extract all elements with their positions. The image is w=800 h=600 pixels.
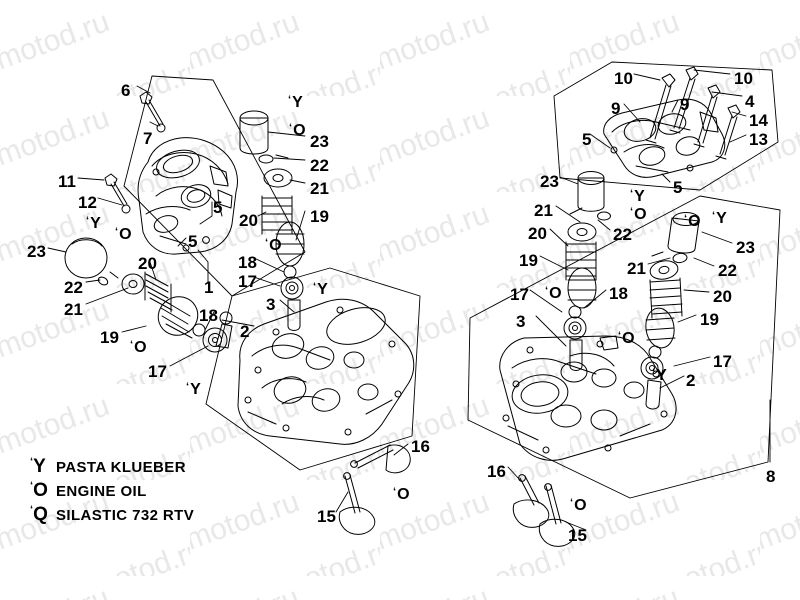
fluid-marker-o-icon: O xyxy=(630,207,646,223)
callout-19: 19 xyxy=(519,251,538,270)
callout-19: 19 xyxy=(700,310,719,329)
fluid-marker-o-icon: O xyxy=(115,227,131,243)
callout-18: 18 xyxy=(199,306,218,325)
legend-symbol-o-icon: O xyxy=(30,480,56,502)
fluid-marker-y-icon: Y xyxy=(652,368,667,384)
fluid-marker-o-icon: O xyxy=(289,123,305,139)
callout-17: 17 xyxy=(148,362,167,381)
spring-outer-20-a xyxy=(565,241,597,281)
callout-3: 3 xyxy=(516,312,526,331)
callout-22: 22 xyxy=(310,156,329,175)
callout-15: 15 xyxy=(317,507,336,526)
center-cylinder-head xyxy=(237,298,415,445)
legend-label: PASTA KLUEBER xyxy=(56,458,186,476)
fluid-marker-y-icon: Y xyxy=(288,95,303,111)
bolt-6-washer-7 xyxy=(139,91,166,133)
callout-5: 5 xyxy=(673,178,683,197)
callout-15: 15 xyxy=(568,526,587,545)
fluid-marker-o-icon: O xyxy=(545,286,561,302)
callout-23: 23 xyxy=(27,242,46,261)
right-valve-train-a xyxy=(563,171,611,371)
callout-3: 3 xyxy=(266,295,276,314)
fluid-marker-y-icon: Y xyxy=(712,211,727,227)
callout-13: 13 xyxy=(749,130,768,149)
fluid-marker-o-icon: O xyxy=(393,487,409,503)
fluid-marker-y-icon: Y xyxy=(630,189,645,205)
callout-14: 14 xyxy=(749,111,768,130)
callout-20: 20 xyxy=(239,211,258,230)
callout-23: 23 xyxy=(736,238,755,257)
callout-20: 20 xyxy=(138,254,157,273)
legend-symbol-y-icon: Y xyxy=(30,456,56,478)
callout-2: 2 xyxy=(686,371,696,390)
callout-22: 22 xyxy=(718,261,737,280)
legend-label: SILASTIC 732 RTV xyxy=(56,506,195,524)
callout-6: 6 xyxy=(121,81,131,100)
legend-symbol-q-icon: Q xyxy=(30,504,56,526)
group-frame-center-head xyxy=(205,267,421,471)
fluid-marker-o-icon: O xyxy=(684,214,700,230)
callout-4: 4 xyxy=(745,92,755,111)
callout-18: 18 xyxy=(609,284,628,303)
callout-16: 16 xyxy=(411,437,430,456)
right-cover-bolts xyxy=(645,66,741,160)
callout-5: 5 xyxy=(188,232,198,251)
callout-11: 11 xyxy=(58,172,76,191)
fluid-marker-y-icon: Y xyxy=(186,382,201,398)
callout-7: 7 xyxy=(143,129,153,148)
callout-10: 10 xyxy=(734,69,753,88)
callout-20: 20 xyxy=(528,224,547,243)
spring-outer-20-b xyxy=(649,277,683,319)
callout-1: 1 xyxy=(204,278,214,297)
callout-17: 17 xyxy=(510,285,529,304)
callout-21: 21 xyxy=(64,300,83,319)
valve-spring-20-outer xyxy=(144,271,173,313)
callout-17: 17 xyxy=(238,272,257,291)
callout-12: 12 xyxy=(78,193,97,212)
spring-outer-20 xyxy=(261,195,293,235)
callout-19: 19 xyxy=(310,207,329,226)
callout-2: 2 xyxy=(240,322,250,341)
callout-19: 19 xyxy=(100,328,119,347)
callout-10: 10 xyxy=(614,69,633,88)
fluid-marker-y-icon: Y xyxy=(86,216,101,232)
callout-20: 20 xyxy=(713,287,732,306)
right-valve-cover xyxy=(603,98,726,178)
callout-21: 21 xyxy=(627,259,646,278)
callout-16: 16 xyxy=(487,462,506,481)
fluid-marker-o-icon: O xyxy=(570,498,586,514)
callout-21: 21 xyxy=(310,179,329,198)
fluid-marker-y-icon: Y xyxy=(313,282,328,298)
callout-5: 5 xyxy=(213,198,223,217)
callout-23: 23 xyxy=(310,132,329,151)
callout-22: 22 xyxy=(64,278,83,297)
callout-8: 8 xyxy=(766,467,776,486)
right-valves xyxy=(512,474,576,547)
valve-spring-19-inner xyxy=(157,296,199,339)
callout-22: 22 xyxy=(613,225,632,244)
callout-23: 23 xyxy=(540,172,559,191)
bolt-11-washer-12 xyxy=(104,173,131,214)
callout-18: 18 xyxy=(238,253,257,272)
callout-5: 5 xyxy=(582,130,592,149)
fluid-marker-o-icon: O xyxy=(265,238,281,254)
fluid-marker-o-icon: O xyxy=(618,331,634,347)
callout-17: 17 xyxy=(713,352,732,371)
callout-21: 21 xyxy=(534,201,553,220)
fluid-marker-o-icon: O xyxy=(130,340,146,356)
callout-9: 9 xyxy=(680,95,690,114)
callout-9: 9 xyxy=(611,99,621,118)
legend-label: ENGINE OIL xyxy=(56,482,147,500)
